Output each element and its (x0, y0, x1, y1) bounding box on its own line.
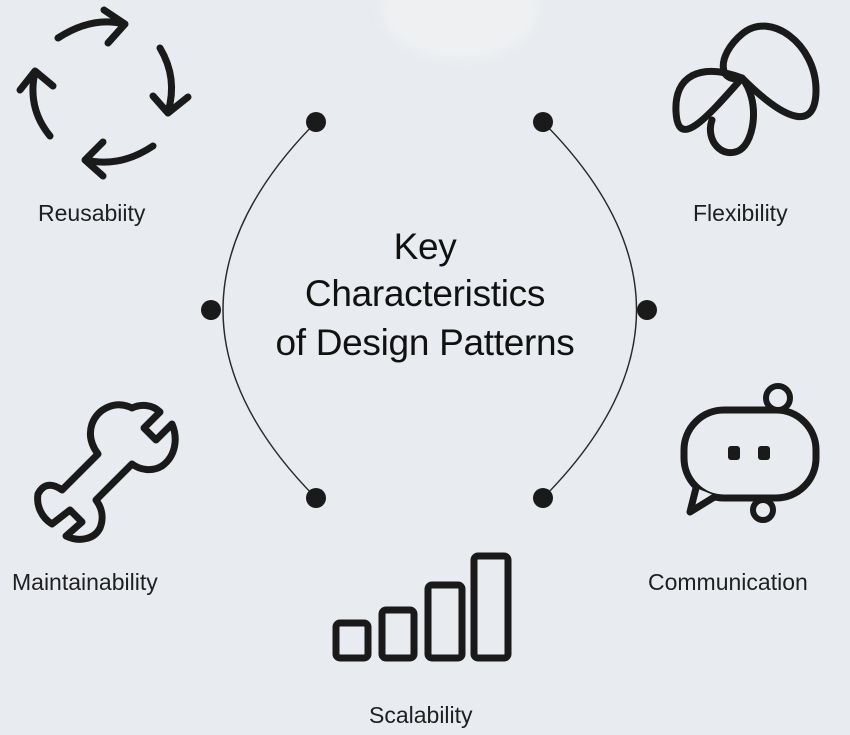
center-title-line-3: of Design Patterns (275, 322, 575, 363)
center-title-line-1: Key (393, 226, 457, 267)
flexibility-label: Flexibility (693, 200, 788, 226)
connector-dot-bottom-right (533, 488, 553, 508)
left-arc (222, 121, 317, 499)
right-arc (542, 121, 638, 499)
wrench-icon (34, 401, 179, 543)
connector-dot-bottom-left (306, 488, 326, 508)
reusability-label: Reusabiity (38, 200, 146, 226)
chat-bubble-icon (680, 383, 820, 523)
cycle-arrows-icon (16, 6, 192, 180)
communication-label: Communication (648, 569, 808, 595)
infinity-icon (672, 22, 820, 157)
connector-dot-mid-left (201, 300, 221, 320)
connector-dot-top-right (533, 112, 553, 132)
bar-chart-icon (332, 552, 512, 662)
maintainability-label: Maintainability (12, 569, 158, 595)
connector-dot-mid-right (637, 300, 657, 320)
connector-dot-top-left (306, 112, 326, 132)
scalability-label: Scalability (369, 702, 473, 728)
center-title-line-2: Characteristics (304, 273, 546, 314)
